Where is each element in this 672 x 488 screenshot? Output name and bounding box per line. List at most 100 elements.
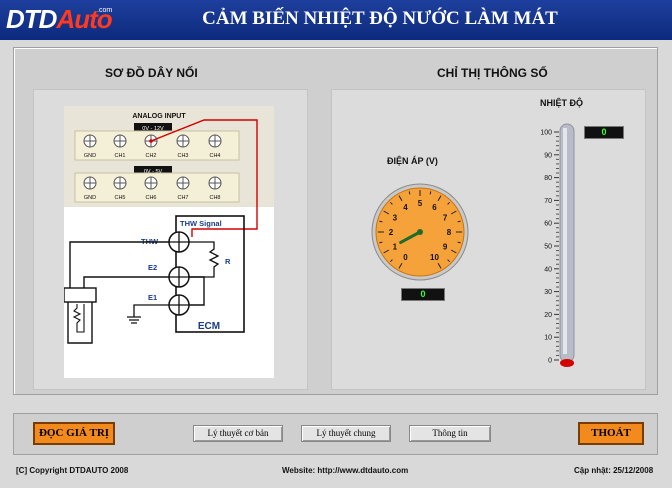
- label-gnd-bottom: GND: [84, 195, 96, 201]
- gauge-tick-label: 9: [443, 243, 448, 252]
- website-text: Website: http://www.dtdauto.com: [282, 466, 409, 475]
- label-ch6: CH6: [145, 195, 156, 201]
- logo-com: .com: [97, 7, 113, 14]
- gauge-tick-label: 3: [393, 214, 398, 223]
- label-ch4: CH4: [209, 153, 220, 159]
- terminal-e2: [168, 266, 190, 288]
- thermometer-tick-label: 50: [544, 244, 552, 251]
- gauge-tick-label: 0: [403, 253, 408, 262]
- indicator-section-title: CHỈ THỊ THÔNG SỐ: [437, 66, 548, 80]
- range-5v-badge: [134, 166, 172, 175]
- label-ch7: CH7: [177, 195, 188, 201]
- terminal-ch5: [113, 176, 127, 190]
- gauge-tick-label: 4: [403, 203, 408, 212]
- wiring-diagram-svg: ANALOG INPUT 0V - 12V GND CH1 CH2 CH3 CH…: [63, 106, 274, 344]
- dtdauto-logo: DTDAuto: [6, 4, 113, 35]
- range-12v-label: 0V - 12V: [142, 126, 164, 132]
- range-12v-badge: [134, 123, 172, 132]
- basic-theory-button[interactable]: Lý thuyết cơ bản: [193, 425, 283, 442]
- terminal-gnd-bottom: [83, 176, 97, 190]
- gauge-tick-mark: [457, 220, 461, 223]
- gauge-tick-label: 1: [393, 243, 398, 252]
- gauge-tick-mark: [379, 220, 383, 223]
- logo-auto: Auto: [56, 4, 112, 34]
- signal-wire-dot: [149, 139, 153, 143]
- gauge-tick-mark: [450, 210, 457, 215]
- label-ch5: CH5: [114, 195, 125, 201]
- gauge-hub: [417, 229, 423, 235]
- thw-signal-label: THW Signal: [180, 219, 222, 228]
- thermometer-tick-label: 70: [544, 198, 552, 205]
- gauge-tick-mark: [398, 195, 403, 202]
- read-value-button[interactable]: ĐỌC GIÁ TRỊ: [33, 422, 115, 445]
- temperature-label: NHIỆT ĐỘ: [540, 98, 584, 108]
- gauge-tick-mark: [450, 249, 457, 254]
- gauge-tick-mark: [457, 241, 461, 244]
- gauge-tick-mark: [429, 191, 432, 195]
- gauge-tick-label: 5: [418, 199, 423, 208]
- thermometer-tick-label: 90: [544, 152, 552, 159]
- gauge-tick-mark: [447, 201, 451, 205]
- ecm-label: ECM: [198, 321, 220, 332]
- logo-dtd: DTD: [6, 4, 57, 34]
- gauge-tick-label: 8: [447, 228, 452, 237]
- gauge-tick-label: 6: [432, 203, 437, 212]
- thermometer-tick-label: 10: [544, 335, 552, 342]
- gauge-tick-mark: [408, 191, 411, 195]
- exit-button[interactable]: THOÁT: [578, 422, 644, 445]
- wiring-diagram: ANALOG INPUT 0V - 12V GND CH1 CH2 CH3 CH…: [63, 106, 274, 378]
- gauge-tick-mark: [437, 262, 442, 269]
- sensor-body: [67, 302, 93, 344]
- terminal-e1: [168, 294, 190, 316]
- thermometer-tick-label: 40: [544, 266, 552, 273]
- info-button[interactable]: Thông tin: [409, 425, 491, 442]
- e2-label: E2: [148, 263, 157, 272]
- gauge-needle: [399, 230, 422, 244]
- label-ch2: CH2: [145, 153, 156, 159]
- updated-text: Cập nhật: 25/12/2008: [574, 466, 654, 475]
- gauge-tick-mark: [437, 195, 442, 202]
- resistor-r: [189, 241, 220, 278]
- gauge-tick-label: 7: [443, 214, 448, 223]
- r-label: R: [225, 257, 231, 266]
- thermometer-tick-label: 20: [544, 312, 552, 319]
- label-ch3: CH3: [177, 153, 188, 159]
- range-5v-label: 0V - 5V: [144, 169, 163, 175]
- gauge-tick-mark: [383, 249, 390, 254]
- sensor-wiring: [69, 241, 205, 306]
- page-title: CẢM BIẾN NHIỆT ĐỘ NƯỚC LÀM MÁT: [202, 8, 558, 29]
- terminal-ch4: [208, 134, 222, 148]
- terminal-ch6: [144, 176, 158, 190]
- gauge-tick-label: 10: [430, 253, 439, 262]
- general-theory-button[interactable]: Lý thuyết chung: [301, 425, 391, 442]
- thermometer-tick-label: 80: [544, 175, 552, 182]
- label-ch1: CH1: [114, 153, 125, 159]
- terminal-ch7: [176, 176, 190, 190]
- label-gnd-top: GND: [84, 153, 96, 159]
- voltage-readout: 0: [401, 288, 445, 301]
- thermistor-icon: [72, 304, 85, 333]
- thermometer-tick-label: 100: [540, 130, 552, 137]
- thermometer-glare: [563, 128, 567, 354]
- terminal-ch8: [208, 176, 222, 190]
- gauge-tick-mark: [447, 259, 451, 263]
- ground-symbol: [127, 304, 169, 324]
- gauge-tick-label: 2: [389, 228, 394, 237]
- thermometer-tick-label: 0: [548, 358, 552, 365]
- thermometer-bulb: [560, 359, 574, 367]
- wiring-section-title: SƠ ĐỒ DÂY NỐI: [105, 66, 198, 80]
- gauge-tick-mark: [389, 201, 393, 205]
- temperature-readout: 0: [584, 126, 624, 139]
- terminal-thw: [168, 231, 190, 253]
- analog-input-label: ANALOG INPUT: [132, 113, 186, 120]
- signal-wire: [150, 119, 258, 237]
- thermometer-tick-label: 30: [544, 289, 552, 296]
- gauge-tick-mark: [383, 210, 390, 215]
- thermometer-tick-label: 60: [544, 221, 552, 228]
- voltage-label: ĐIỆN ÁP (V): [387, 156, 438, 166]
- gauge-tick-mark: [389, 259, 393, 263]
- title-bar: DTDAuto .com CẢM BIẾN NHIỆT ĐỘ NƯỚC LÀM …: [0, 0, 672, 40]
